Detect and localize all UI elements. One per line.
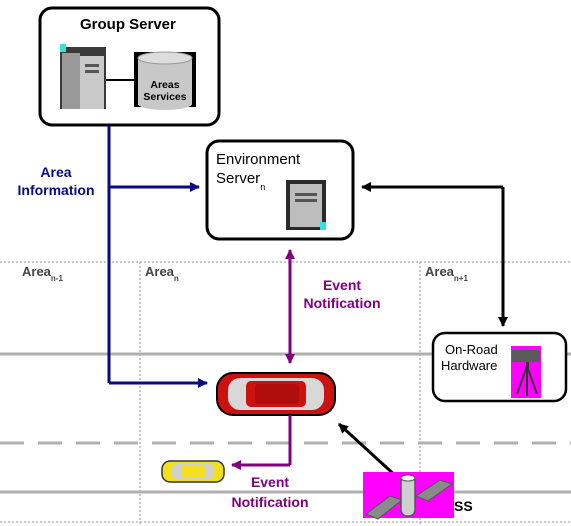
database-icon: Areas Services — [134, 51, 196, 110]
area-information-label-line2: Information — [18, 182, 95, 198]
env-server-title-line1: Environment — [216, 151, 301, 168]
satellite-icon — [363, 472, 454, 520]
environment-server-box: Environment Servern — [205, 139, 355, 241]
area-label-current: Arean — [145, 264, 179, 283]
env-onroad-link — [361, 182, 508, 327]
area-information-flow — [107, 125, 208, 388]
event-notification-top-line2: Notification — [304, 295, 381, 311]
area-label-next: Arean+1 — [425, 264, 468, 283]
satellite-signal-arrow — [337, 422, 400, 480]
event-notification-arrow-bottom — [231, 415, 292, 470]
camera-sensor-icon — [511, 346, 541, 398]
group-server-box: Group Server Areas Services — [38, 6, 221, 127]
group-server-title: Group Server — [80, 16, 176, 33]
db-label-services: Services — [143, 91, 186, 103]
db-label-areas: Areas — [150, 79, 179, 91]
event-notification-bottom-line2: Notification — [232, 494, 309, 510]
onroad-hardware-box: On-Road Hardware — [431, 331, 568, 403]
satellite-label-partial: SS — [454, 498, 473, 514]
onroad-label-line2: Hardware — [441, 358, 497, 373]
red-car-icon — [216, 372, 336, 416]
yellow-car-icon — [161, 460, 225, 483]
event-notification-top-line1: Event — [323, 277, 361, 293]
env-server-title-line2: Servern — [216, 170, 265, 192]
server-tower-icon — [60, 44, 106, 109]
onroad-label-line1: On-Road — [445, 342, 498, 357]
area-information-label-line1: Area — [40, 164, 71, 180]
area-label-prev: Arean-1 — [22, 264, 63, 283]
server-icon — [286, 180, 326, 230]
event-notification-bottom-line1: Event — [251, 474, 289, 490]
